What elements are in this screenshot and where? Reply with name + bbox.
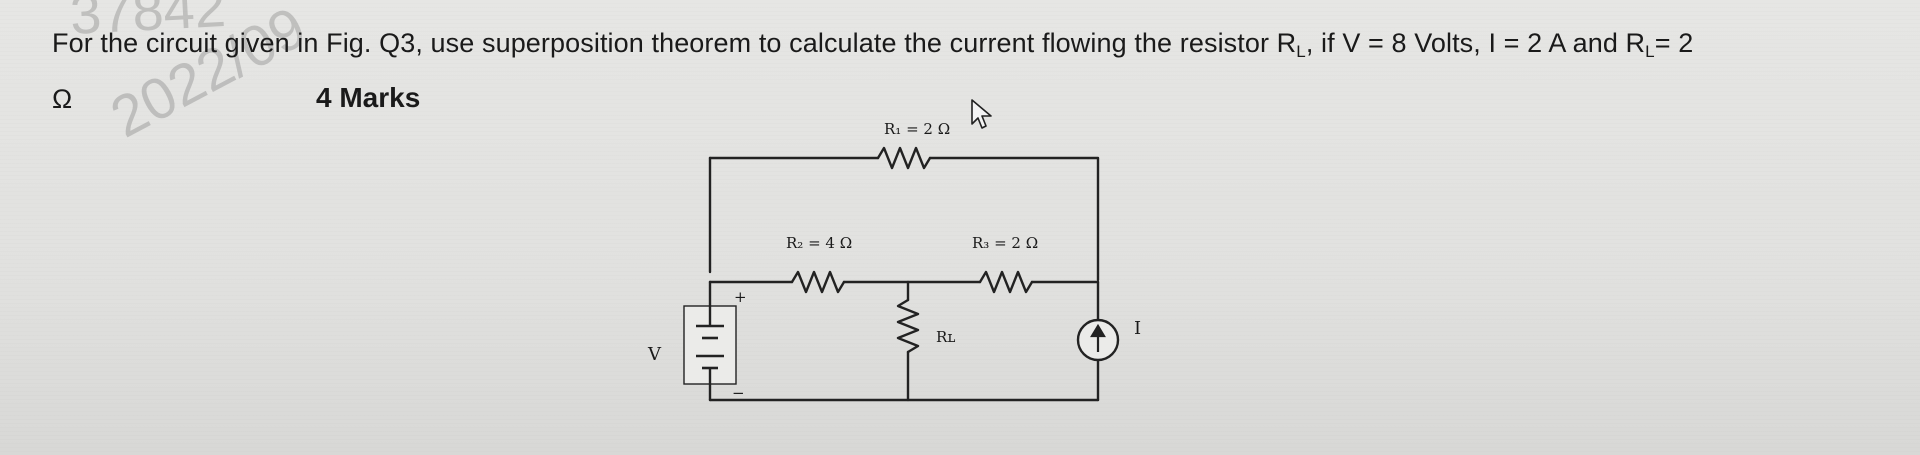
question-part3: = 2 [1654, 28, 1694, 58]
resistor-r3 [978, 270, 1034, 294]
battery-minus: − [732, 384, 745, 402]
label-r3: R₃ = 2 Ω [972, 234, 1038, 252]
resistor-r2 [790, 270, 846, 294]
question-part1: For the circuit given in Fig. Q3, use su… [52, 28, 1297, 58]
arrow-up-icon [1090, 323, 1106, 352]
resistor-rl [896, 298, 920, 354]
label-r1: R₁ = 2 Ω [884, 120, 950, 138]
rl-subscript-2: L [1645, 42, 1655, 61]
wire-top-right [928, 156, 1100, 282]
battery-icon [683, 305, 737, 385]
question-line: For the circuit given in Fig. Q3, use su… [52, 28, 1912, 61]
label-r2: R₂ = 4 Ω [786, 234, 852, 252]
mouse-pointer-icon [971, 99, 992, 129]
marks-label: 4 Marks [316, 82, 421, 113]
watermark-date: 2022/09 [100, 0, 317, 151]
resistor-r1 [876, 146, 932, 170]
circuit-diagram: R₁ = 2 Ω R₂ = 4 Ω R₃ = 2 Ω Rʟ V I + − [647, 120, 1141, 402]
question-part2: , if V = 8 Volts, I = 2 A and R [1305, 28, 1646, 58]
battery-plus: + [734, 288, 747, 306]
rl-subscript: L [1296, 42, 1306, 61]
ohm-unit: Ω [52, 84, 73, 114]
label-rl: Rʟ [936, 328, 955, 346]
current-source-icon [1076, 318, 1120, 362]
label-voltage: V [647, 344, 662, 365]
question-text: For the circuit given in Fig. Q3, use su… [52, 28, 1912, 61]
label-current: I [1134, 318, 1141, 339]
